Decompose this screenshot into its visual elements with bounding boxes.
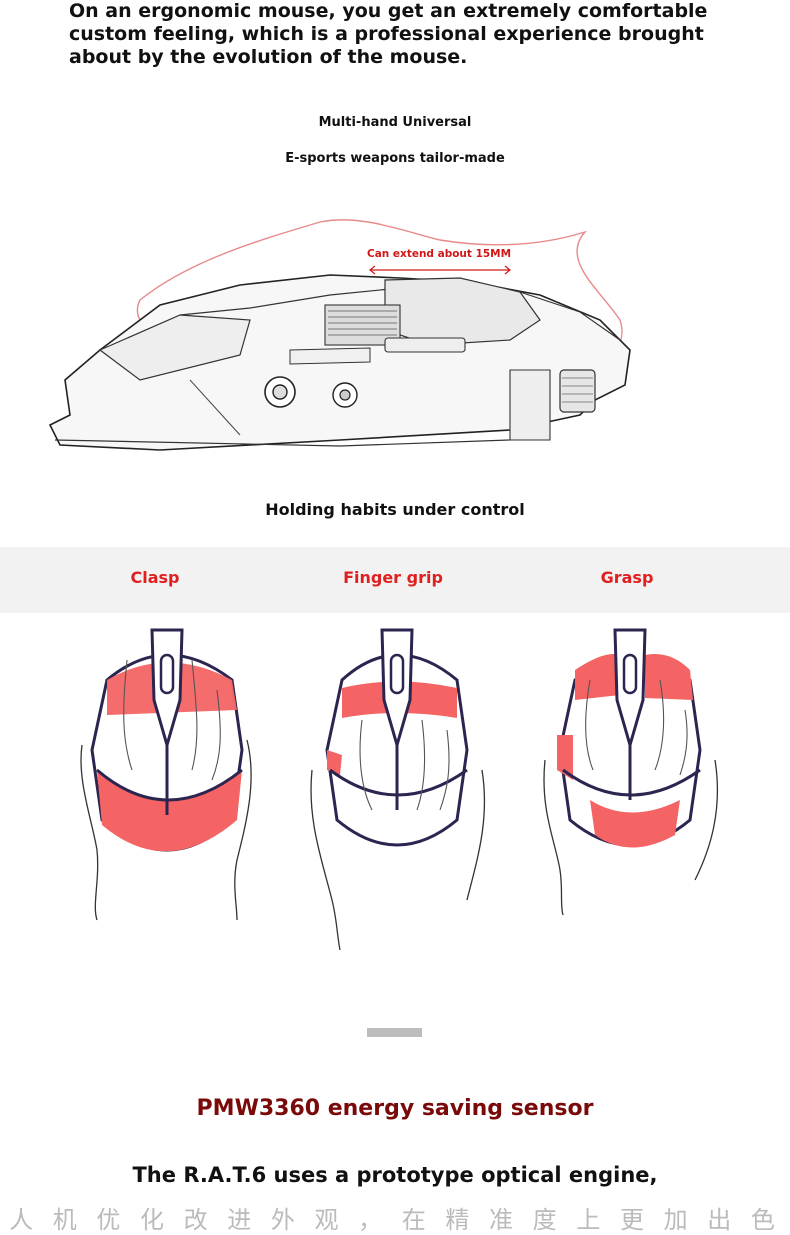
grasp-grip-illustration bbox=[543, 628, 719, 916]
section-divider bbox=[367, 1028, 422, 1037]
sensor-cut-off-text: 人 机 优 化 改 进 外 观 ， 在 精 准 度 上 更 加 出 色 bbox=[9, 1206, 781, 1234]
grip-label-grasp: Grasp bbox=[600, 568, 654, 587]
mouse-sketch-illustration bbox=[48, 219, 631, 451]
hero-line-tailor-made: E-sports weapons tailor-made bbox=[285, 151, 505, 166]
sensor-description: The R.A.T.6 uses a prototype optical eng… bbox=[132, 1163, 658, 1187]
intro-text: On an ergonomic mouse, you get an extrem… bbox=[69, 0, 708, 68]
extend-label: Can extend about 15MM bbox=[367, 248, 512, 260]
clasp-grip-illustration bbox=[80, 628, 252, 921]
grip-label-finger-grip: Finger grip bbox=[343, 568, 443, 587]
hero-line-universal: Multi-hand Universal bbox=[318, 115, 472, 130]
finger-grip-illustration bbox=[310, 628, 486, 950]
grip-label-clasp: Clasp bbox=[130, 568, 180, 587]
holding-habits-heading: Holding habits under control bbox=[265, 500, 525, 519]
sensor-title: PMW3360 energy saving sensor bbox=[196, 1096, 594, 1121]
grip-label-bar bbox=[0, 547, 790, 613]
